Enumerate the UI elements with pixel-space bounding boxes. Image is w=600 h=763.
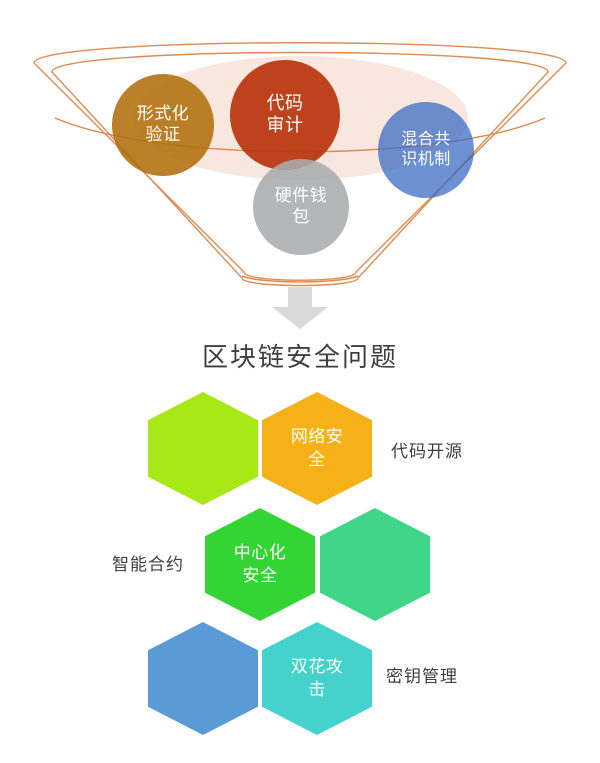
page-title: 区块链安全问题 (201, 343, 398, 373)
hexagon-network-security-line2: 全 (308, 449, 326, 469)
funnel-group: 形式化 验证 代码 审计 混合共 识机制 硬件钱 包 (0, 0, 600, 330)
hexagon-centralization-security-line2: 安全 (242, 565, 278, 585)
funnel-inner-outline (51, 51, 549, 287)
bubble-formal-verification-line1: 形式化 (136, 104, 190, 124)
bubble-code-audit[interactable]: 代码 审计 (230, 60, 340, 170)
funnel-outer-outline (33, 42, 567, 281)
side-label-open-source: 代码开源 (391, 442, 463, 462)
bubble-formal-verification-line2: 验证 (145, 125, 181, 144)
bubble-hybrid-consensus-line1: 混合共 (401, 131, 451, 149)
hexagon-centralization-security-line1: 中心化 (233, 542, 287, 562)
hexagon-cluster: 网络安 全 中心化 安全 双花攻 击 (0, 380, 600, 763)
bubble-hardware-wallet-line2: 包 (292, 207, 310, 226)
down-arrow-icon (272, 287, 328, 329)
hexagon-double-spend[interactable]: 双花攻 击 (262, 622, 372, 735)
hexagon-centralization-security[interactable]: 中心化 安全 (205, 508, 315, 621)
bubble-hardware-wallet-line1: 硬件钱 (274, 186, 328, 206)
bubble-code-audit-line1: 代码 (266, 93, 304, 114)
hexagon-double-spend-line2: 击 (308, 679, 326, 699)
hexagon-network-security[interactable]: 网络安 全 (262, 392, 372, 505)
bubble-formal-verification[interactable]: 形式化 验证 (112, 74, 214, 176)
hexagon-teal[interactable] (320, 508, 430, 621)
side-label-smart-contract: 智能合约 (112, 555, 184, 575)
hexagon-network-security-line1: 网络安 (290, 426, 344, 446)
side-label-key-management: 密钥管理 (386, 667, 458, 687)
hexagon-green-yellow[interactable] (148, 392, 258, 505)
bubble-hybrid-consensus-line2: 识机制 (401, 151, 451, 168)
hexagon-double-spend-line1: 双花攻 (290, 656, 344, 676)
funnel-bottom-rim (241, 275, 359, 283)
hexagon-blue[interactable] (148, 622, 258, 735)
bubble-hybrid-consensus[interactable]: 混合共 识机制 (378, 102, 474, 198)
bubble-hardware-wallet[interactable]: 硬件钱 包 (253, 159, 349, 255)
bubble-code-audit-line2: 审计 (266, 115, 304, 135)
